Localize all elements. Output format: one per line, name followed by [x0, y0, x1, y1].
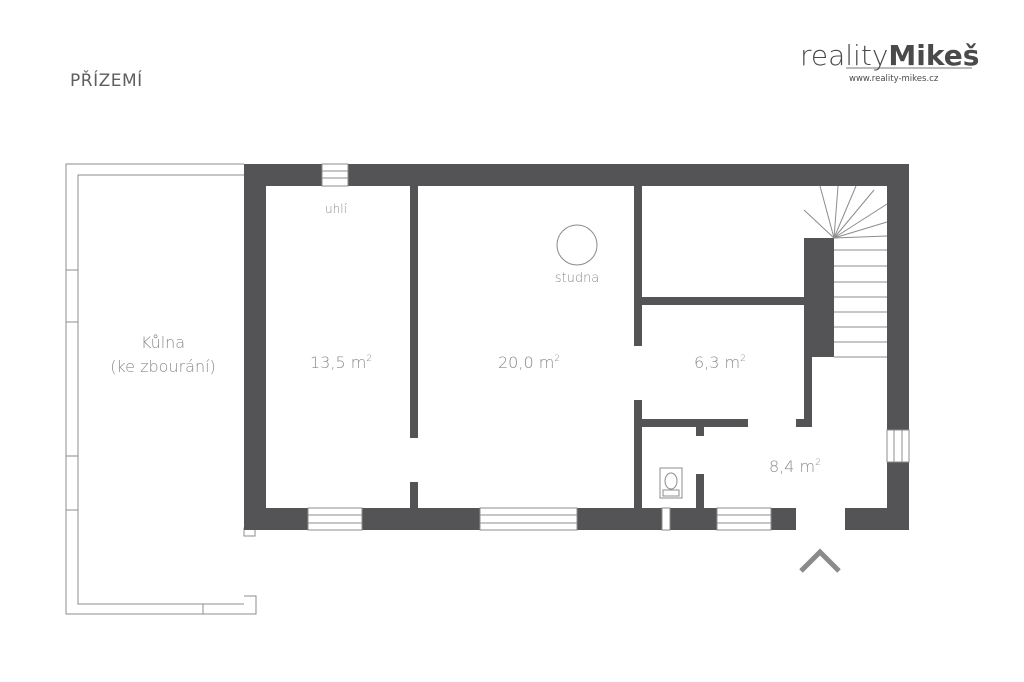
hall-area: 8,4 m2: [769, 457, 821, 476]
coal-label: uhlí: [325, 202, 348, 216]
staircase: [803, 185, 888, 358]
windows: [307, 163, 910, 531]
coal-area: 13,5 m2: [310, 353, 372, 372]
toilet-icon: [659, 467, 683, 499]
floor-title: PŘÍZEMÍ: [70, 69, 143, 91]
well-room-area: 20,0 m2: [498, 353, 560, 372]
shed-name: Kůlna: [141, 333, 185, 352]
brand-name-bold: Mikeš: [888, 39, 979, 72]
entrance-arrow-icon: [799, 548, 841, 573]
shed-outline: [65, 163, 257, 615]
well-icon: [556, 224, 598, 266]
brand-logo: reality Mikeš www.reality-mikes.cz: [800, 39, 979, 84]
middle-room-area: 6,3 m2: [694, 353, 746, 372]
shed-note: (ke zbourání): [110, 357, 216, 376]
brand-website: www.reality-mikes.cz: [849, 74, 939, 84]
well-label: studna: [555, 271, 600, 286]
walls: [244, 164, 909, 530]
brand-name-light: reality: [800, 39, 888, 72]
